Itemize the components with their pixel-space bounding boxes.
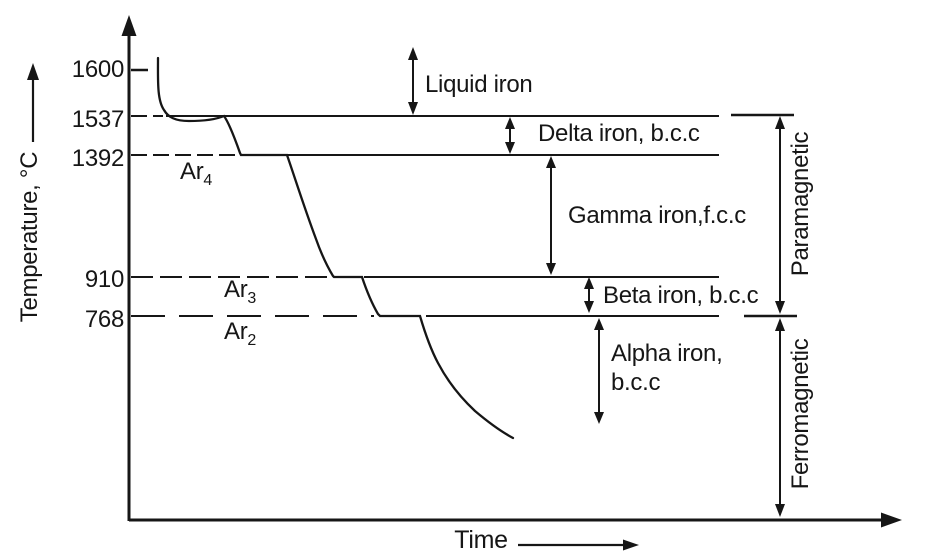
arrow-up-icon <box>775 318 785 331</box>
arrow-up-icon <box>27 63 39 80</box>
alpha-range-arrow <box>594 318 604 424</box>
phase-label-alpha: Alpha iron, b.c.c <box>611 339 723 397</box>
temp-label-1537: 1537 <box>71 106 125 133</box>
arrow-down-icon <box>505 142 515 154</box>
ar4-subscript: 4 <box>203 171 213 189</box>
arrest-label-ar4: Ar4 <box>180 159 212 194</box>
temp-label-910: 910 <box>84 266 124 293</box>
arrow-down-icon <box>775 504 785 517</box>
arrow-up-icon <box>594 318 604 330</box>
arrow-right-icon <box>623 539 639 551</box>
ar3-base: Ar <box>224 276 248 303</box>
arrow-up-icon <box>408 47 418 60</box>
arrow-down-icon <box>594 412 604 424</box>
phase-label-gamma: Gamma iron,f.c.c <box>568 202 746 229</box>
x-axis-title: Time <box>454 526 508 553</box>
cooling-curve <box>156 56 515 440</box>
phase-label-beta: Beta iron, b.c.c <box>603 282 759 309</box>
gamma-range-arrow <box>546 156 556 275</box>
temp-label-1600: 1600 <box>71 56 125 83</box>
temperature-direction-arrow <box>27 63 39 142</box>
temp-label-768: 768 <box>84 306 124 333</box>
arrow-down-icon <box>775 301 785 314</box>
beta-range-arrow <box>584 277 594 313</box>
liquid-range-arrow <box>408 47 418 115</box>
arrow-down-icon <box>546 263 556 275</box>
arrow-up-icon <box>505 117 515 129</box>
arrow-up-icon <box>584 277 594 289</box>
phase-label-alpha-line1: Alpha iron, <box>611 340 723 367</box>
linework-group <box>27 15 902 551</box>
arrow-down-icon <box>408 102 418 115</box>
arrest-label-ar3: Ar3 <box>224 277 256 312</box>
phase-label-liquid: Liquid iron <box>425 71 533 98</box>
arrest-label-ar2: Ar2 <box>224 319 256 354</box>
arrow-down-icon <box>584 301 594 313</box>
ar2-subscript: 2 <box>247 331 257 349</box>
ar3-subscript: 3 <box>247 289 257 307</box>
region-label-paramagnetic: Paramagnetic <box>787 131 814 277</box>
y-axis-title: Temperature, °C <box>16 151 43 323</box>
ar4-base: Ar <box>180 158 204 185</box>
x-axis-arrowhead-icon <box>881 512 902 528</box>
temp-label-1392: 1392 <box>71 145 125 172</box>
paramagnetic-range-arrow <box>775 116 785 314</box>
ar2-base: Ar <box>224 318 248 345</box>
delta-range-arrow <box>505 117 515 154</box>
arrow-up-icon <box>775 116 785 129</box>
phase-label-delta: Delta iron, b.c.c <box>538 120 700 147</box>
arrow-up-icon <box>546 156 556 168</box>
y-axis-arrowhead-icon <box>121 15 137 36</box>
ferromagnetic-range-arrow <box>775 318 785 517</box>
phase-label-alpha-line2: b.c.c <box>611 369 661 396</box>
time-direction-arrow <box>518 539 639 551</box>
region-label-ferromagnetic: Ferromagnetic <box>787 338 814 490</box>
